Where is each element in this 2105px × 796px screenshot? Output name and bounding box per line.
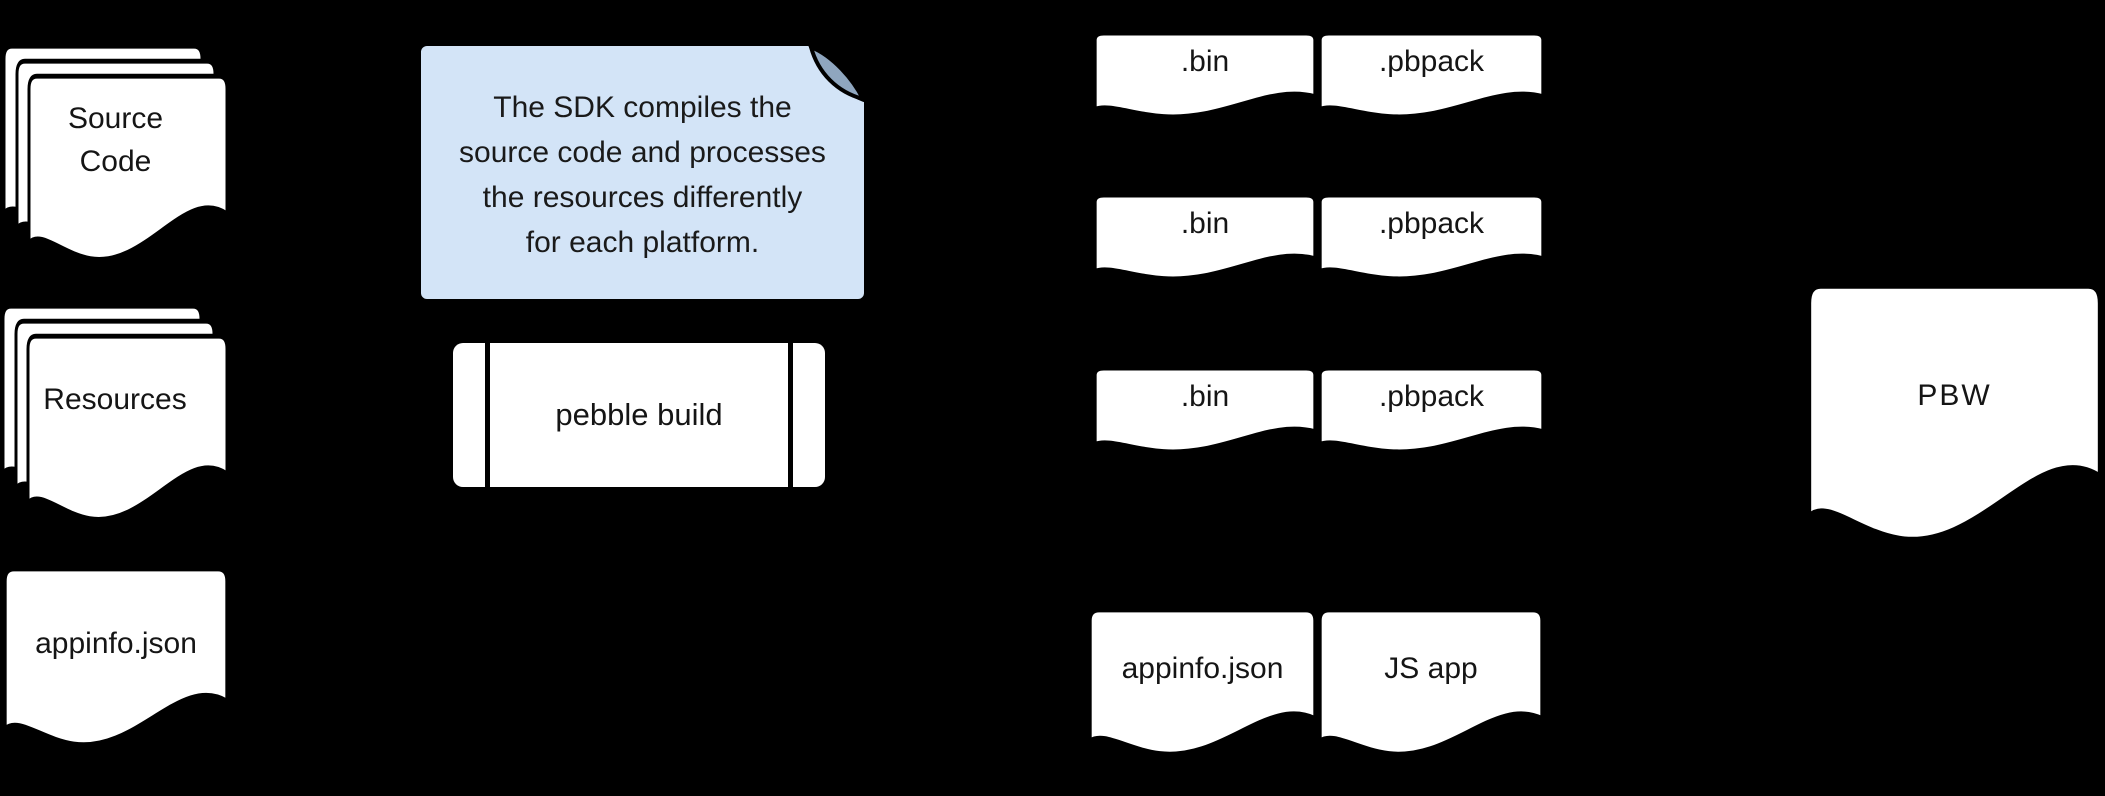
process-side-bar-left	[485, 343, 490, 487]
sdk-note: The SDK compiles the source code and pro…	[418, 43, 867, 302]
doc-label-js-app: JS app	[1384, 652, 1478, 686]
process-label: pebble build	[555, 397, 723, 432]
doc-bin-row3: .bin	[1093, 367, 1317, 453]
sdk-note-text: The SDK compiles the source code and pro…	[459, 90, 826, 259]
doc-resources: Resources	[3, 303, 227, 525]
doc-source-code: Source Code	[4, 43, 227, 265]
doc-js-app: JS app	[1318, 608, 1544, 758]
doc-appinfo-output: appinfo.json	[1088, 608, 1317, 758]
doc-label-source-code: Source Code	[67, 101, 164, 178]
doc-appinfo-input: appinfo.json	[5, 566, 227, 750]
doc-bin-row1: .bin	[1093, 32, 1317, 118]
doc-pbpack-row2: .pbpack	[1318, 194, 1545, 280]
doc-label-pbpack-row3: .pbpack	[1378, 379, 1485, 413]
doc-label-bin-row1: .bin	[1180, 44, 1230, 78]
doc-label-bin-row3: .bin	[1180, 379, 1230, 413]
doc-label-pbw: PBW	[1917, 379, 1992, 413]
doc-label-pbpack-row1: .pbpack	[1378, 44, 1485, 78]
doc-pbw: PBW	[1809, 281, 2100, 548]
process-pebble-build: pebble build	[453, 343, 825, 487]
doc-label-bin-row2: .bin	[1180, 206, 1230, 240]
folded-corner-icon	[807, 43, 867, 103]
doc-label-appinfo-output: appinfo.json	[1121, 651, 1284, 685]
doc-bin-row2: .bin	[1093, 194, 1317, 280]
doc-pbpack-row3: .pbpack	[1318, 367, 1545, 453]
doc-label-pbpack-row2: .pbpack	[1378, 206, 1485, 240]
process-side-bar-right	[788, 343, 793, 487]
doc-label-resources: Resources	[43, 382, 187, 416]
doc-label-appinfo-input: appinfo.json	[35, 627, 197, 661]
doc-pbpack-row1: .pbpack	[1318, 32, 1545, 118]
